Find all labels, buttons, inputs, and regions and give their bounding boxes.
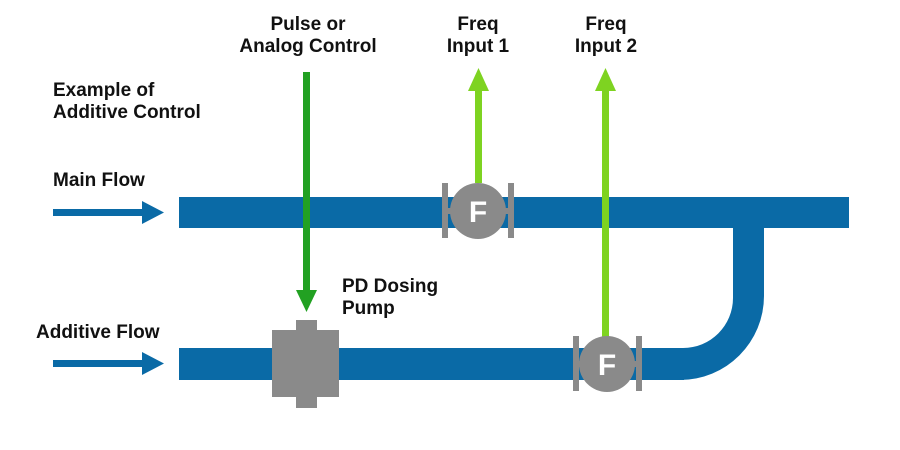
freq-input-2-label: Freq Input 2	[558, 14, 654, 58]
freq-input-1-arrow	[468, 68, 489, 183]
freq-input-1-label: Freq Input 1	[430, 14, 526, 58]
additive-flow-arrow	[53, 352, 164, 375]
pulse-control-arrow	[296, 72, 317, 312]
diagram-title-line1: Example of	[53, 80, 155, 101]
diagram-title-line2: Additive Control	[53, 102, 201, 123]
flow-meter-2-letter: F	[598, 349, 616, 382]
pd-dosing-pump	[272, 320, 339, 408]
freq-input-2-label-line2: Input 2	[574, 36, 638, 57]
freq-input-2-arrow	[595, 68, 616, 338]
freq-input-2-label-line1: Freq	[585, 14, 627, 35]
pulse-control-label-line1: Pulse or	[270, 14, 346, 35]
flow-meter-1: F	[442, 183, 514, 239]
flow-meter-1-letter: F	[469, 196, 487, 229]
pump-label-line2: Pump	[342, 298, 395, 319]
branch-pipe-bend	[640, 228, 764, 380]
pump-label: PD Dosing Pump	[342, 276, 438, 320]
freq-input-1-label-line1: Freq	[457, 14, 499, 35]
pulse-control-label-line2: Analog Control	[239, 36, 377, 57]
flow-meter-2: F	[573, 336, 642, 392]
additive-flow-label: Additive Flow	[36, 322, 160, 343]
freq-input-1-label-line2: Input 1	[446, 36, 510, 57]
pulse-control-label: Pulse or Analog Control	[226, 14, 390, 58]
diagram-title: Example of Additive Control	[53, 80, 201, 124]
pump-label-line1: PD Dosing	[342, 276, 439, 297]
main-flow-arrow	[53, 201, 164, 224]
main-flow-label: Main Flow	[53, 170, 145, 191]
